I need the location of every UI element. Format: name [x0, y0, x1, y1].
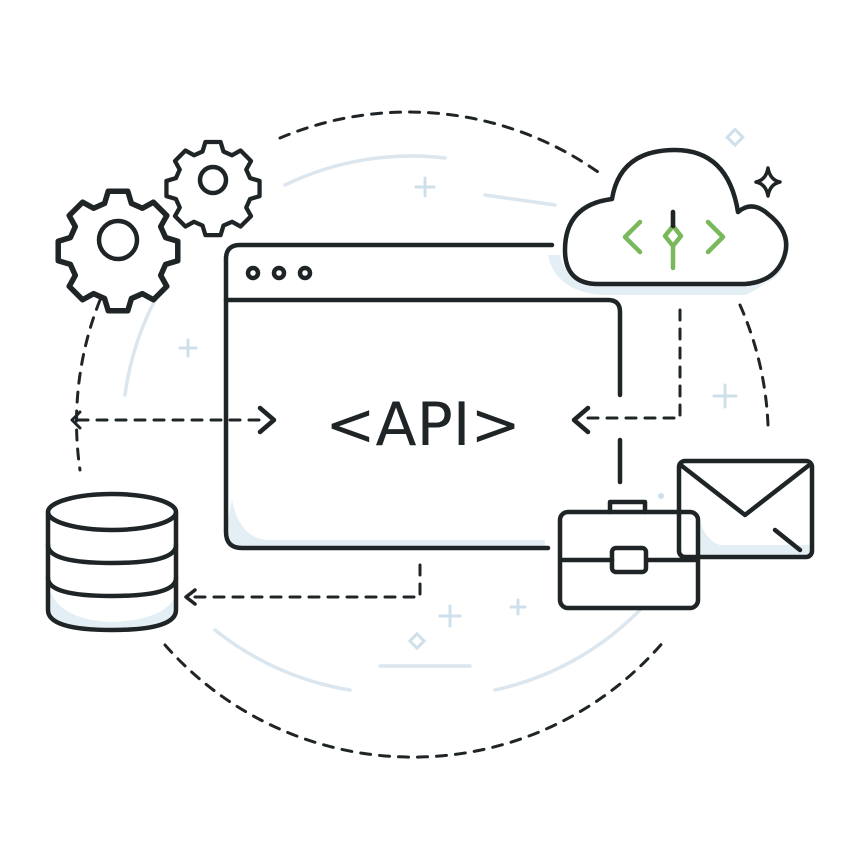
briefcase-icon	[557, 499, 701, 611]
gear-icon	[164, 139, 262, 238]
api-label: <API>	[325, 390, 520, 460]
database-icon	[45, 491, 179, 633]
connector-arrows	[70, 308, 682, 606]
gear-icon	[55, 188, 181, 314]
sparkle-icons	[178, 127, 745, 651]
dashed-orbit	[75, 110, 770, 759]
cloud-code-icon	[548, 147, 789, 295]
envelope-icon	[676, 458, 815, 560]
light-arcs	[123, 154, 642, 692]
browser-window-icon: <API>	[223, 242, 623, 551]
star-icon	[754, 166, 782, 198]
